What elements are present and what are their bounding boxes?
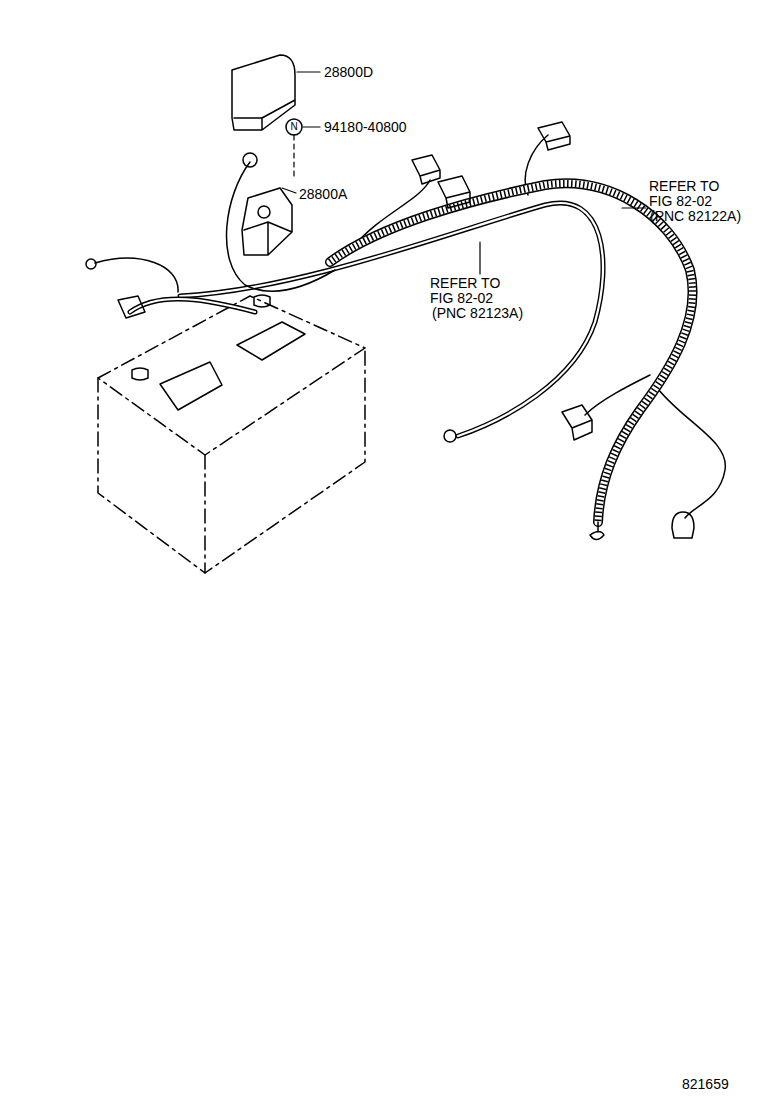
battery <box>98 296 365 573</box>
reference-note: (PNC 82122A) <box>650 208 741 224</box>
reference-note: REFER TO <box>649 178 719 194</box>
fuse-cover <box>232 55 295 130</box>
fuse-holder-hole <box>258 206 270 218</box>
leader-lines <box>282 72 646 274</box>
battery-plate <box>237 322 305 360</box>
illustration-number: 821659 <box>682 1076 729 1092</box>
part-number: 28800A <box>299 186 347 202</box>
reference-note: FIG 82-02 <box>649 193 712 209</box>
terminal-post <box>132 368 148 380</box>
terminal-post <box>254 295 270 307</box>
reference-note: REFER TO <box>430 275 500 291</box>
fuse-holder <box>242 188 292 255</box>
reference-note: FIG 82-02 <box>430 290 493 306</box>
reference-note: (PNC 82123A) <box>432 305 523 321</box>
battery-plate <box>160 362 222 410</box>
part-number: 28800D <box>324 64 373 80</box>
harness-tube <box>330 183 693 522</box>
wires <box>95 135 725 518</box>
connectors <box>86 122 694 540</box>
new-part-mark-letter: N <box>290 122 297 132</box>
new-part-mark <box>286 119 302 135</box>
part-number: 94180-40800 <box>324 119 407 135</box>
